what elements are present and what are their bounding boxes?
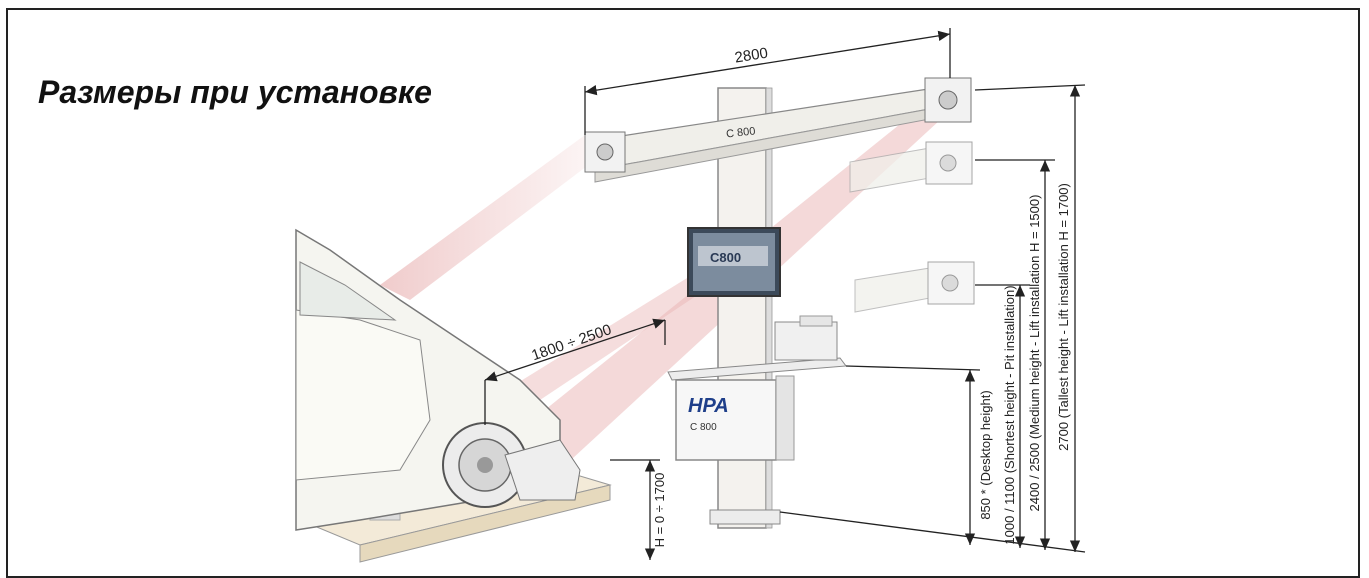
- cabinet-model-label: C 800: [690, 422, 717, 433]
- light-beam-left: [380, 135, 595, 300]
- crossbar-position-low: [854, 261, 975, 313]
- dimension-lines: [484, 28, 1086, 560]
- cabinet-brand-label: HPA: [688, 395, 729, 417]
- diagram-frame: [6, 8, 1360, 578]
- medium-height-label: 2400 / 2500 (Medium height - Lift instal…: [1027, 195, 1042, 512]
- camera-crossbar: [584, 77, 972, 183]
- monitor: [687, 227, 781, 297]
- tallest-height-label: 2700 (Tallest height - Lift installation…: [1056, 183, 1071, 451]
- column-model-label: C 800: [726, 125, 756, 140]
- shortest-height-label: 1000 / 1100 (Shortest height - Pit insta…: [1002, 285, 1017, 544]
- installation-dimensions-diagram: 2800 1800 ÷ 2500 H = 0 ÷ 1700 850 * (Des…: [295, 28, 1086, 563]
- crossbar-position-medium: [849, 141, 973, 193]
- lift-height-label: H = 0 ÷ 1700: [652, 473, 667, 548]
- monitor-model-label: C800: [710, 250, 741, 265]
- beam-width-label: 2800: [733, 45, 769, 67]
- page-title: Размеры при установке: [38, 74, 432, 110]
- desktop-height-label: 850 * (Desktop height): [978, 390, 993, 519]
- cabinet: [675, 375, 795, 461]
